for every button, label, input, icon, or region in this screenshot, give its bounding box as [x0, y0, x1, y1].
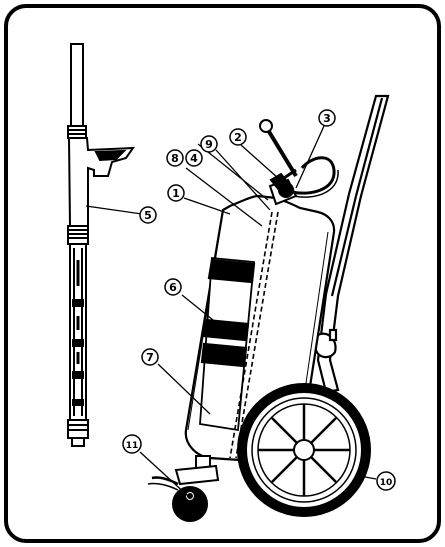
callout-7: 7 — [141, 348, 159, 366]
callout-5-label: 5 — [144, 209, 152, 222]
callout-3: 3 — [318, 109, 336, 127]
callout-6-label: 6 — [169, 281, 177, 294]
callout-2-label: 2 — [234, 131, 242, 144]
leader-lines — [85, 125, 377, 497]
callout-2: 2 — [229, 128, 247, 146]
callout-11-label: 11 — [126, 441, 139, 451]
callout-1: 1 — [167, 184, 185, 202]
callout-1-label: 1 — [172, 187, 180, 200]
callout-9-label: 9 — [205, 138, 213, 151]
callout-8-label: 8 — [171, 152, 179, 165]
discharge-hose-with-nozzle — [67, 43, 135, 447]
valve-assembly — [259, 119, 339, 206]
callout-4-label: 4 — [190, 152, 198, 165]
callout-8: 8 — [166, 149, 184, 167]
castor-wheel — [147, 455, 220, 522]
callout-3-label: 3 — [323, 112, 331, 125]
trolley-frame — [314, 94, 390, 394]
callout-10: 10 — [376, 471, 396, 491]
callout-10-label: 10 — [380, 478, 393, 488]
callout-11: 11 — [122, 434, 142, 454]
callout-5: 5 — [139, 206, 157, 224]
callout-6: 6 — [164, 278, 182, 296]
callout-7-label: 7 — [146, 351, 154, 364]
main-wheel — [237, 383, 371, 517]
callout-4: 4 — [185, 149, 203, 167]
callout-9: 9 — [200, 135, 218, 153]
